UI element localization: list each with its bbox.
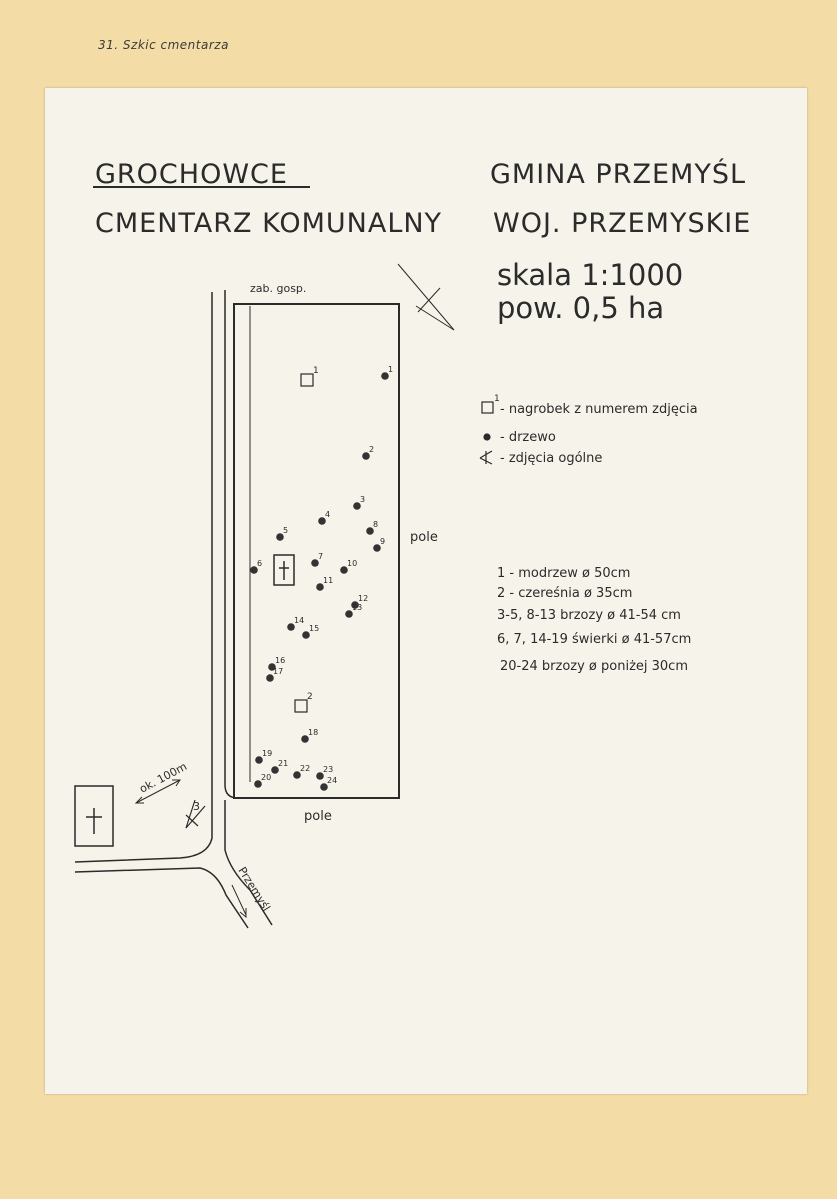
church-cross-outside [74, 785, 114, 847]
tree-marker [266, 674, 274, 682]
tree-marker [316, 772, 324, 780]
tree-number: 24 [327, 776, 337, 785]
grave-number: 1 [313, 366, 319, 376]
photo-point-label: 3 [193, 800, 200, 813]
tree-number: 17 [273, 667, 283, 676]
tree-marker [311, 559, 319, 567]
tree-marker [362, 452, 370, 460]
tree-marker [271, 766, 279, 774]
tree-key-line: 6, 7, 14-19 świerki ø 41-57cm [497, 632, 691, 647]
tree-number: 4 [325, 510, 330, 519]
tree-number: 11 [323, 576, 333, 585]
tree-number: 12 [358, 594, 368, 603]
tree-number: 16 [275, 656, 285, 665]
field-south-label: pole [304, 809, 332, 824]
tree-number: 18 [308, 728, 318, 737]
legend-tree-symbol [483, 433, 491, 441]
tree-marker [320, 783, 328, 791]
tree-marker [345, 610, 353, 618]
tree-marker [351, 601, 359, 609]
tree-key-line: 3-5, 8-13 brzozy ø 41-54 cm [497, 608, 681, 623]
grave-marker [300, 373, 314, 387]
cemetery-boundary [233, 303, 400, 799]
tree-number: 2 [369, 445, 374, 454]
legend-tree-text: - drzewo [500, 430, 556, 445]
tree-number: 14 [294, 616, 304, 625]
tree-marker [316, 583, 324, 591]
tree-number: 7 [318, 552, 323, 561]
voivodeship-name: WOJ. PRZEMYSKIE [493, 208, 751, 239]
tree-marker [301, 735, 309, 743]
grave-number: 2 [307, 692, 313, 702]
legend-grave-text: - nagrobek z numerem zdjęcia [500, 402, 698, 417]
tree-number: 10 [347, 559, 357, 568]
legend: 1 - nagrobek z numerem zdjęcia - drzewo … [479, 394, 698, 466]
tree-number: 15 [309, 624, 319, 633]
tree-key-line: 2 - czereśnia ø 35cm [497, 586, 632, 601]
tree-marker [381, 372, 389, 380]
tree-number: 6 [257, 559, 262, 568]
tree-number: 23 [323, 765, 333, 774]
tree-marker [250, 566, 258, 574]
legend-photo-text: - zdjęcia ogólne [500, 451, 602, 466]
tree-marker [340, 566, 348, 574]
page-caption: 31. Szkic cmentarza [98, 38, 229, 52]
tree-marker [293, 771, 301, 779]
tree-marker [302, 631, 310, 639]
tree-marker [254, 780, 262, 788]
tree-marker [318, 517, 326, 525]
map-sheet [45, 88, 807, 1094]
grave-marker [294, 699, 308, 713]
tree-number: 3 [360, 495, 365, 504]
tree-number: 20 [261, 773, 271, 782]
tree-marker [255, 756, 263, 764]
map-area: pow. 0,5 ha [497, 291, 664, 325]
tree-number: 5 [283, 526, 288, 535]
graves-layer: 12 [294, 366, 319, 713]
tree-key-line: 20-24 brzozy ø poniżej 30cm [500, 659, 688, 674]
tree-key-line: 1 - modrzew ø 50cm [497, 566, 630, 581]
tree-number: 8 [373, 520, 378, 529]
photo-direction-sign [397, 263, 455, 331]
road-przemysl-label: Przemyśl [235, 865, 272, 914]
village-name: GROCHOWCE [95, 159, 288, 190]
tree-number: 19 [262, 749, 272, 758]
field-east-label: pole [410, 530, 438, 545]
distance-arrow [134, 779, 181, 804]
distance-label: ok. 100m [137, 760, 189, 796]
legend-grave-symbol [481, 401, 494, 414]
tree-number: 1 [388, 365, 393, 374]
tree-number: 21 [278, 759, 288, 768]
tree-marker [276, 533, 284, 541]
tree-marker [373, 544, 381, 552]
legend-photo-symbol [479, 450, 493, 465]
tree-marker [268, 663, 276, 671]
tree-species-key: 1 - modrzew ø 50cm 2 - czereśnia ø 35cm … [497, 566, 691, 674]
map-scale: skala 1:1000 [497, 258, 683, 292]
chapel-cross-inside [273, 554, 295, 586]
tree-marker [366, 527, 374, 535]
roads [74, 290, 400, 929]
tree-number: 22 [300, 764, 310, 773]
gmina-name: GMINA PRZEMYŚL [490, 158, 746, 190]
tree-marker [287, 623, 295, 631]
photo-point-3 [185, 799, 206, 829]
top-road-label: zab. gosp. [250, 282, 306, 295]
tree-number: 13 [352, 603, 362, 612]
legend-grave-number: 1 [494, 394, 500, 404]
tree-marker [353, 502, 361, 510]
tree-number: 9 [380, 537, 385, 546]
cemetery-name: CMENTARZ KOMUNALNY [95, 208, 442, 239]
